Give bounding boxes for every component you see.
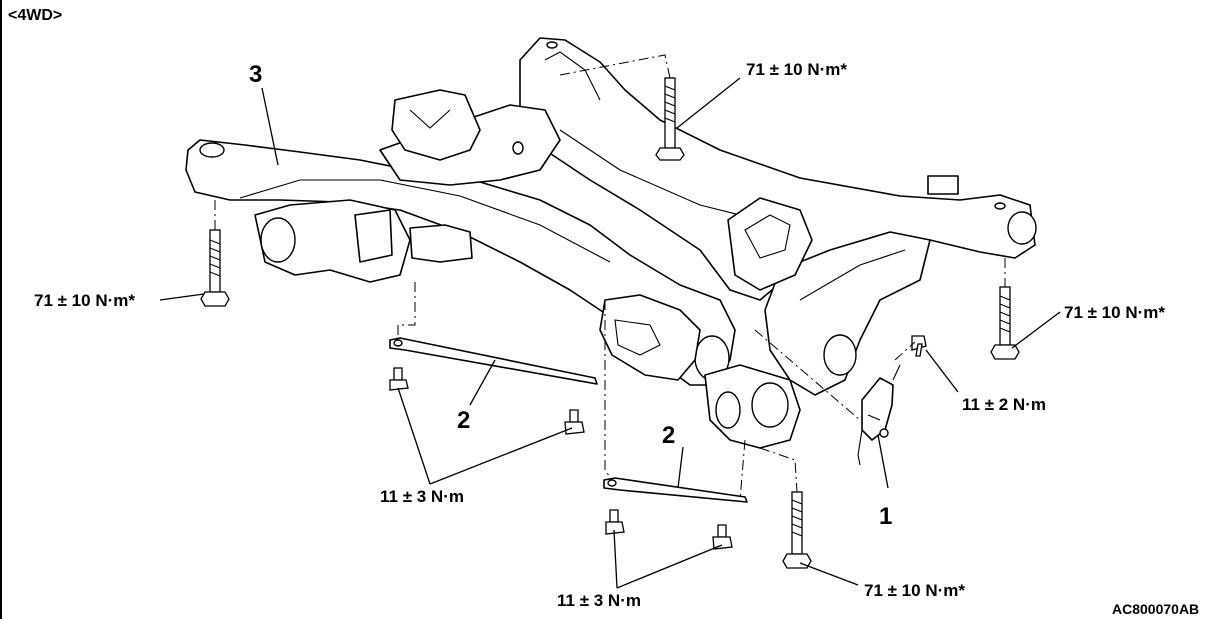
- torque-label-bracket-bolt: 11 ± 2 N·m: [962, 395, 1046, 414]
- bolt-top: [655, 77, 685, 161]
- torque-label-right-stay-bolts: 11 ± 3 N·m: [557, 591, 641, 610]
- small-bolts: [389, 335, 927, 550]
- leader-lines: [159, 77, 1061, 589]
- centre-diff-mount: [727, 197, 813, 291]
- callout-part-2-right: 2: [662, 422, 676, 449]
- bolt-left: [200, 229, 230, 307]
- callout-part-1: 1: [879, 503, 893, 530]
- torque-label-bottom-bolt: 71 ± 10 N·m*: [864, 581, 965, 600]
- left-mount-bracket: [254, 199, 473, 283]
- front-lower-mount: [599, 294, 701, 381]
- torque-label-left-stay-bolts: 11 ± 3 N·m: [380, 487, 464, 506]
- torque-label-left-bolt: 71 ± 10 N·m*: [34, 291, 135, 310]
- alignment-lines: [214, 54, 1006, 501]
- frame-left-border: [0, 0, 2, 619]
- part-1-bracket: [857, 364, 901, 466]
- callout-part-2-left: 2: [457, 407, 471, 434]
- centre-member: [379, 89, 561, 186]
- right-arm: [764, 231, 931, 396]
- variant-header: <4WD>: [8, 7, 63, 24]
- figure-code: AC800070AB: [1112, 601, 1200, 617]
- callout-part-3: 3: [249, 61, 263, 88]
- centre-bushings: [704, 364, 801, 449]
- bolt-right: [990, 286, 1020, 360]
- right-stay: [603, 477, 748, 503]
- left-stay: [389, 337, 598, 385]
- torque-label-top-bolt: 71 ± 10 N·m*: [746, 60, 847, 79]
- torque-label-right-bolt: 71 ± 10 N·m*: [1064, 303, 1165, 322]
- bolt-bottom: [782, 491, 812, 569]
